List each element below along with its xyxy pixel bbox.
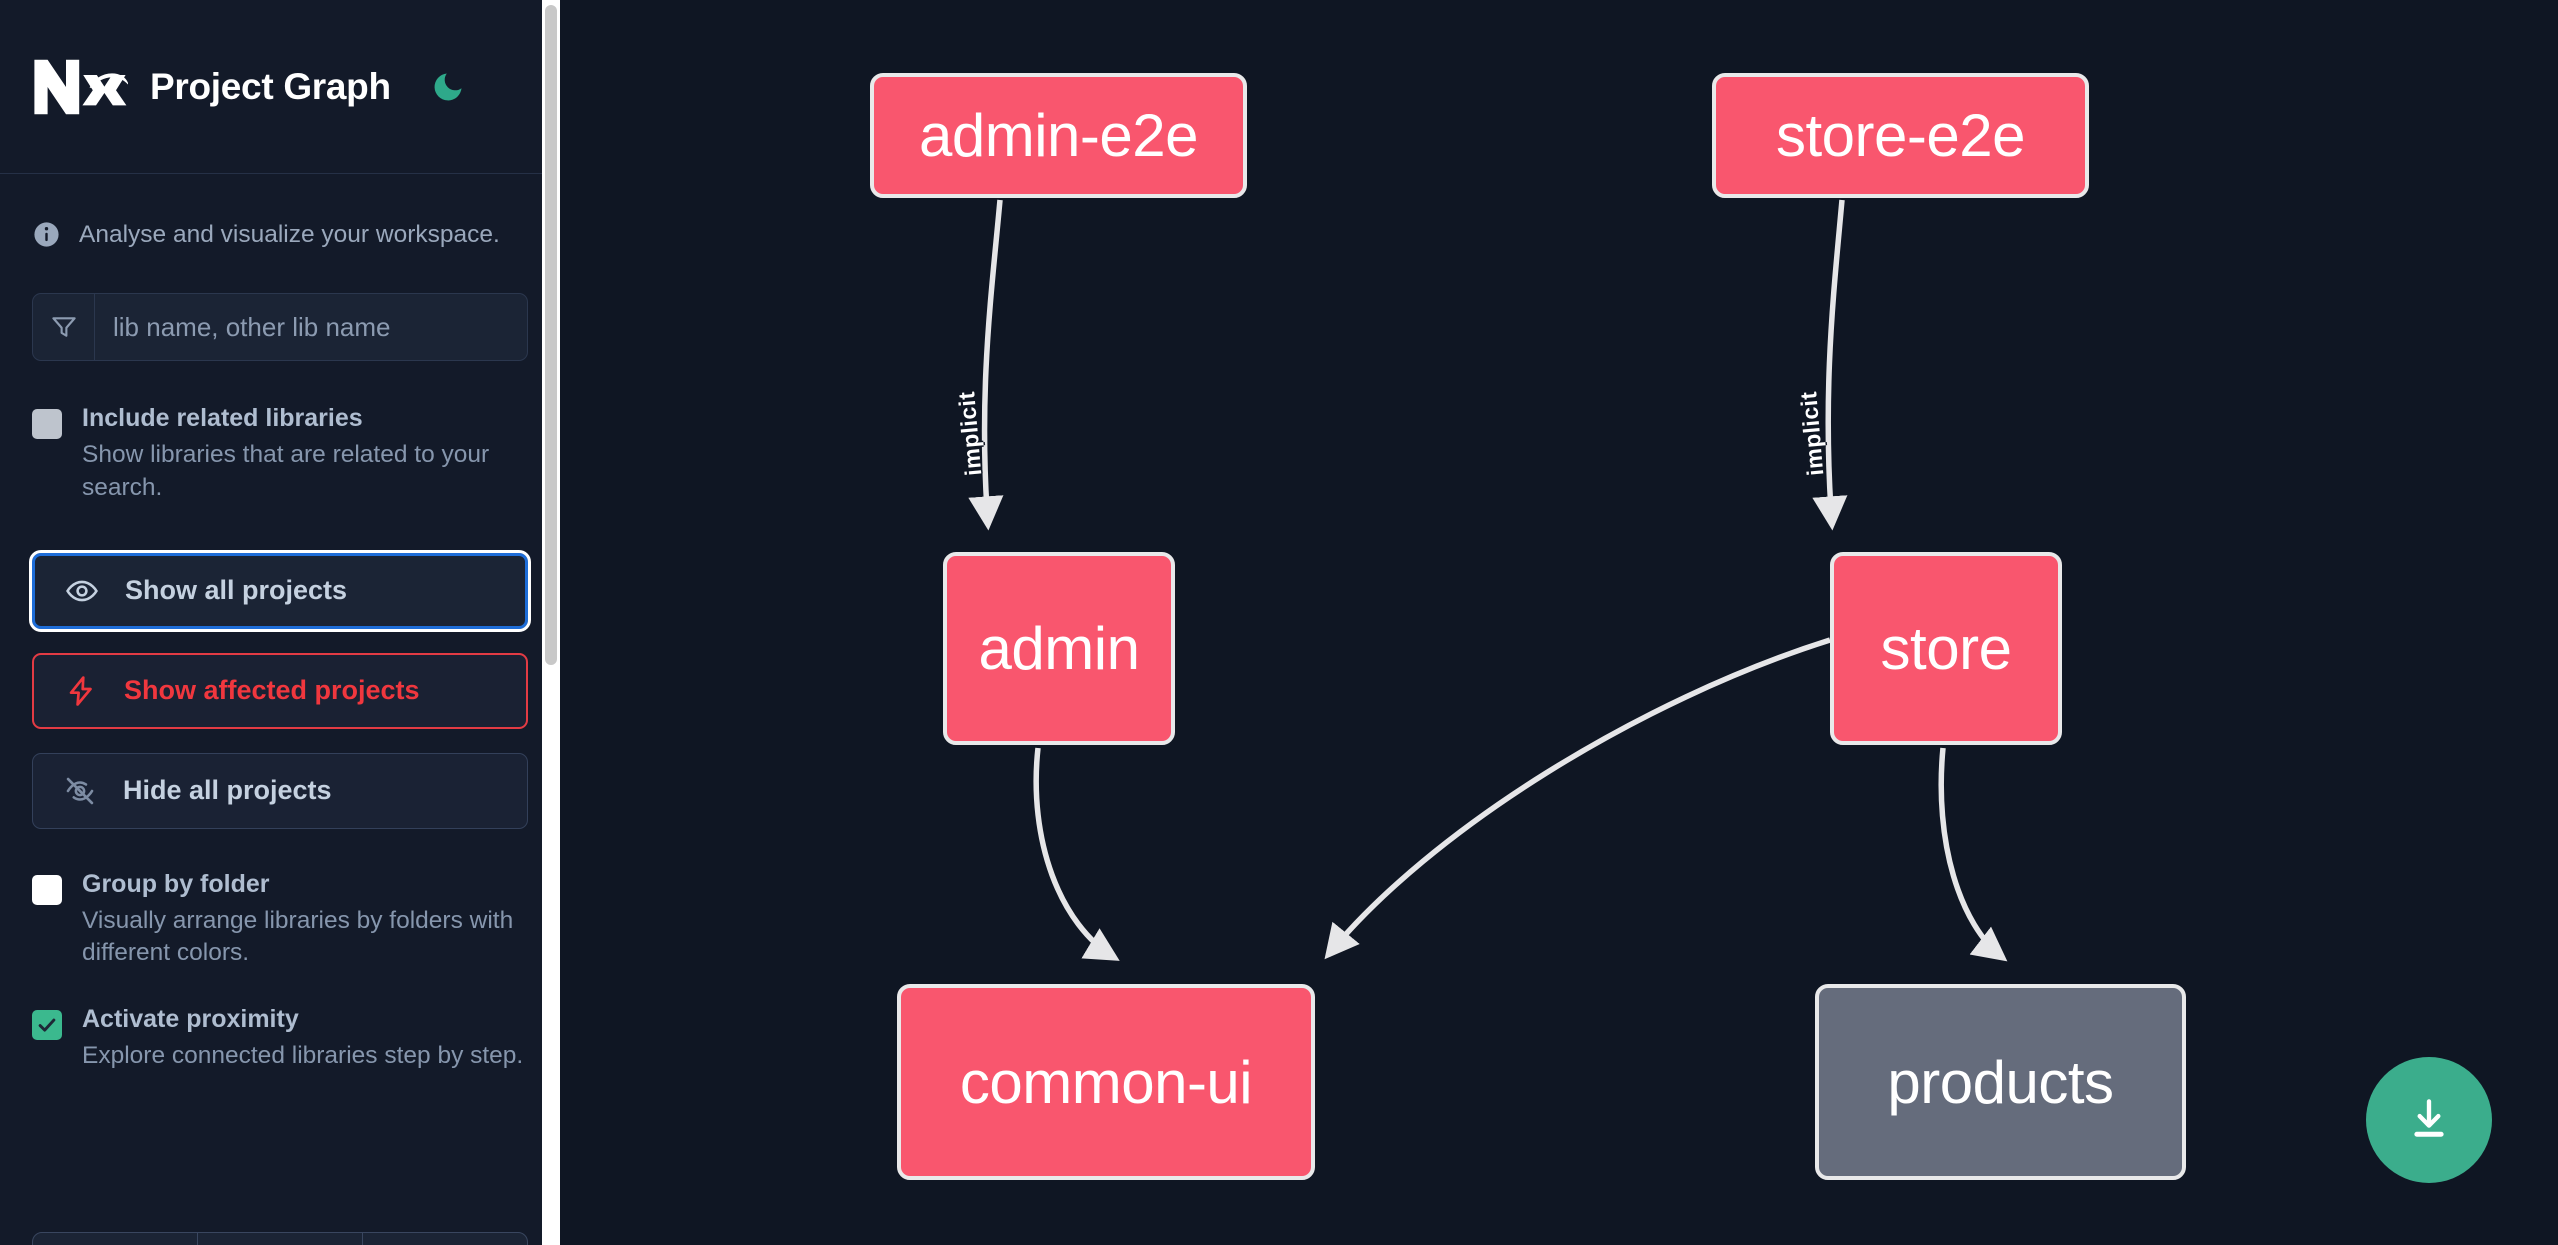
- filter-glyph: [51, 317, 76, 337]
- graph-node-label: store-e2e: [1776, 102, 2025, 169]
- graph-node-admin-e2e[interactable]: admin-e2e: [870, 73, 1247, 198]
- moon-glyph: [434, 73, 462, 100]
- show-affected-projects-label: Show affected projects: [124, 675, 420, 706]
- option-label: Activate proximity: [82, 1005, 299, 1034]
- hide-all-projects-button[interactable]: Hide all projects: [32, 752, 528, 829]
- sidebar-scroll-area[interactable]: Project Graph Analyse and visualize your…: [0, 0, 560, 1245]
- option-text: Group by folder Visually arrange librari…: [82, 869, 528, 971]
- project-visibility-buttons: Show all projects Show affected projects: [29, 549, 531, 829]
- edge-admin-e2e-to-admin: [968, 199, 1004, 531]
- page-title: Project Graph: [150, 65, 391, 107]
- checkbox-group-by-folder[interactable]: [32, 874, 62, 905]
- graph-node-label: store: [1880, 615, 2012, 682]
- checkbox-include-related-libraries[interactable]: [32, 409, 62, 439]
- eye-off-icon: [66, 777, 94, 804]
- lightning-bolt-icon: [69, 675, 92, 706]
- workspace-hint: Analyse and visualize your workspace.: [32, 174, 528, 249]
- graph-canvas[interactable]: admin-e2e store-e2e admin store common-u…: [560, 0, 2558, 1245]
- sidebar-scrollbar[interactable]: [542, 0, 560, 1245]
- graph-node-store-e2e[interactable]: store-e2e: [1712, 73, 2089, 198]
- segment-3[interactable]: [363, 1233, 527, 1245]
- option-text: Include related libraries Show libraries…: [82, 403, 528, 505]
- nx-logo: [34, 59, 128, 114]
- option-description: Show libraries that are related to your …: [82, 441, 490, 501]
- graph-node-label: products: [1887, 1048, 2114, 1116]
- info-icon: [34, 222, 59, 247]
- segment-1[interactable]: [33, 1233, 198, 1245]
- graph-node-admin[interactable]: admin: [943, 552, 1175, 745]
- graph-node-products[interactable]: products: [1815, 984, 2186, 1180]
- option-include-related-libraries[interactable]: Include related libraries Show libraries…: [32, 403, 528, 505]
- proximity-segmented-control[interactable]: [32, 1232, 528, 1245]
- edge-store-to-products: [1938, 747, 2008, 962]
- show-affected-projects-button[interactable]: Show affected projects: [32, 652, 528, 729]
- sidebar: Project Graph Analyse and visualize your…: [0, 0, 560, 1245]
- option-description: Visually arrange libraries by folders wi…: [82, 906, 514, 967]
- eye-icon: [66, 580, 98, 601]
- filter-icon: [33, 294, 95, 360]
- download-icon: [2414, 1099, 2444, 1137]
- search-box[interactable]: [32, 293, 528, 361]
- segment-2[interactable]: [198, 1233, 363, 1245]
- graph-node-store[interactable]: store: [1830, 552, 2062, 745]
- option-activate-proximity[interactable]: Activate proximity Explore connected lib…: [32, 1004, 528, 1073]
- checkmark-icon: [38, 1018, 56, 1032]
- option-label: Group by folder: [82, 869, 270, 898]
- hide-all-projects-label: Hide all projects: [123, 775, 332, 806]
- checkbox-activate-proximity[interactable]: [32, 1010, 62, 1041]
- edge-store-e2e-to-store: [1812, 199, 1848, 531]
- sidebar-header: Project Graph: [0, 0, 560, 174]
- graph-node-label: admin: [978, 615, 1140, 682]
- edge-admin-to-common-ui: [1033, 747, 1120, 961]
- sidebar-scrollbar-thumb[interactable]: [545, 5, 557, 665]
- graph-edges: [968, 199, 2008, 962]
- workspace-hint-text: Analyse and visualize your workspace.: [79, 220, 500, 248]
- edge-store-to-common-ui: [1324, 637, 1831, 960]
- moon-icon[interactable]: [427, 66, 469, 108]
- search-input[interactable]: [95, 294, 527, 360]
- show-all-projects-label: Show all projects: [125, 575, 348, 606]
- graph-node-label: admin-e2e: [918, 102, 1199, 169]
- option-description: Explore connected libraries step by step…: [82, 1042, 524, 1070]
- graph-node-label: common-ui: [959, 1048, 1253, 1116]
- option-text: Activate proximity Explore connected lib…: [82, 1004, 528, 1073]
- show-all-projects-button[interactable]: Show all projects: [29, 549, 531, 632]
- graph-node-common-ui[interactable]: common-ui: [897, 984, 1315, 1180]
- option-group-by-folder[interactable]: Group by folder Visually arrange librari…: [32, 869, 528, 971]
- download-image-button[interactable]: [2366, 1057, 2492, 1183]
- sidebar-body: Analyse and visualize your workspace.: [0, 174, 560, 1073]
- option-label: Include related libraries: [82, 404, 363, 432]
